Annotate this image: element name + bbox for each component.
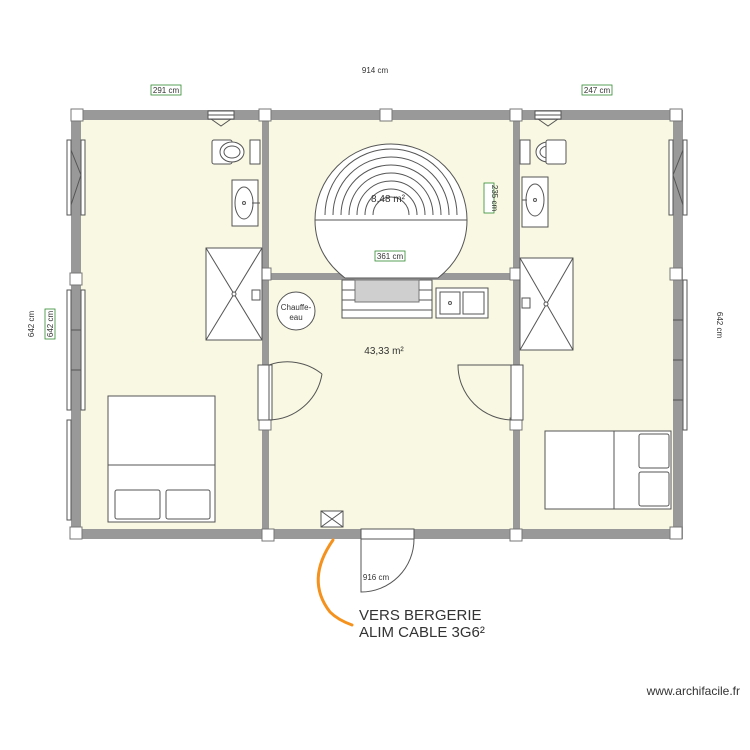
exterior-walls [71,110,683,539]
water-heater-icon: Chauffe- eau [276,291,316,331]
bed-left [107,395,216,523]
dim-top-right: 247 cm [581,84,613,96]
main-area-label: 43,33 m² [364,346,404,357]
dim-center-width: 361 cm [374,250,406,262]
toilet-icon [211,139,261,165]
sink-icon [521,176,549,228]
water-heater-label-2: eau [289,313,302,322]
vent-grille-icon [207,110,235,127]
dim-top-total: 914 cm [362,66,389,75]
bed-right [544,430,672,510]
window-left-upper [66,139,86,216]
vent-grille-icon [534,110,562,127]
shower-icon [519,257,574,351]
kitchen-sink-icon [435,287,489,319]
watermark: www.archifacile.fr [646,684,740,698]
svg-text:361 cm: 361 cm [377,252,404,261]
fireplace-icon [341,279,433,319]
svg-text:235 cm: 235 cm [490,185,499,212]
svg-text:247 cm: 247 cm [584,86,611,95]
window-left-bottom [66,419,72,521]
door-right-bedroom[interactable] [457,364,524,421]
water-heater-label-1: Chauffe- [281,303,312,312]
entrance-door[interactable] [360,528,415,593]
window-right-upper [668,139,688,216]
annotation-line-2: ALIM CABLE 3G6² [359,624,485,641]
sink-icon [231,179,260,227]
dim-bottom: 916 cm [363,573,390,582]
spiral-staircase-icon [314,143,468,279]
svg-text:642 cm: 642 cm [46,311,55,338]
shower-icon [205,247,263,341]
toilet-icon [519,139,567,165]
cable-route-line [316,538,354,627]
wall-posts [69,108,683,542]
annotation-line-1: VERS BERGERIE [359,607,482,624]
electrical-box-icon [320,510,344,528]
dim-right-side: 642 cm [715,312,724,339]
dim-left-inner: 642 cm [44,308,56,340]
window-left-lower [66,289,86,411]
dim-left-side: 642 cm [27,311,36,338]
window-right-lower [673,279,688,431]
dim-top-left: 291 cm [150,84,182,96]
door-left-bedroom[interactable] [257,361,323,421]
svg-text:291 cm: 291 cm [153,86,180,95]
dim-center-height: 235 cm [483,182,499,214]
stair-area-label: 8,48 m² [371,194,406,205]
